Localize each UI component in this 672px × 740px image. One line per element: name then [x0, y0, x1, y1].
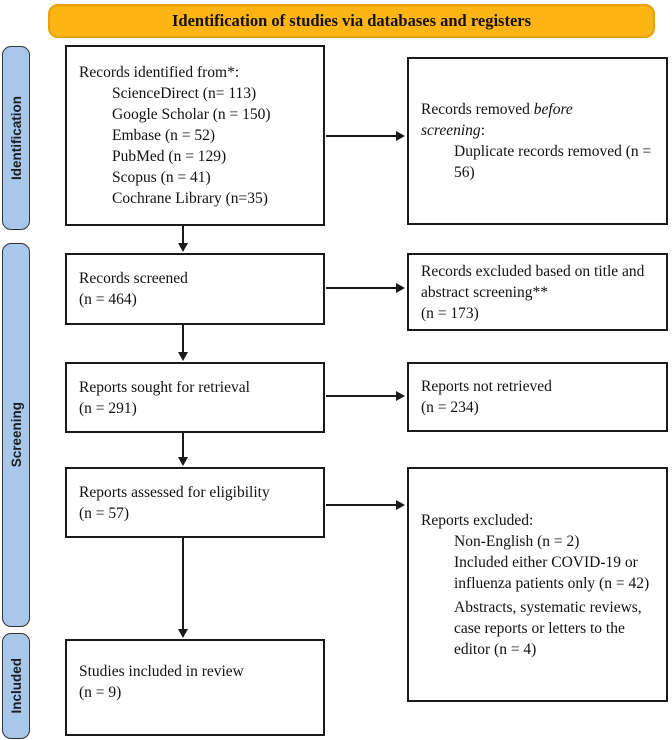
reports-sought-count: (n = 291)	[79, 399, 137, 417]
records-identified-title: Records identified from*:	[79, 64, 240, 81]
source-sciencedirect: ScienceDirect (n= 113)	[112, 85, 257, 102]
stage-label-included: Included	[2, 633, 30, 739]
box-reports-sought: Reports sought for retrieval (n = 291)	[65, 362, 325, 433]
arrow-assessed-to-included	[178, 538, 188, 638]
source-scopus: Scopus (n = 41)	[112, 169, 211, 186]
stage-label-screening-text: Screening	[8, 402, 24, 468]
records-excluded-count: (n = 173)	[421, 304, 479, 322]
records-screened-label: Records screened	[79, 270, 188, 287]
arrow-sought-to-not-retrieved	[326, 391, 405, 401]
exclusion-reason-abstracts: Abstracts, systematic reviews, case repo…	[454, 598, 642, 658]
reports-excluded-title: Reports excluded:	[421, 511, 534, 529]
stage-label-screening: Screening	[2, 243, 30, 627]
arrow-screened-to-excluded	[326, 283, 405, 293]
banner-title: Identification of studies via databases …	[171, 11, 532, 30]
source-pubmed: PubMed (n = 129)	[112, 148, 227, 165]
records-removed-title-prefix: Records removed	[421, 101, 534, 118]
box-reports-not-retrieved: Reports not retrieved (n = 234)	[407, 362, 668, 432]
box-records-excluded: Records excluded based on title and abst…	[407, 253, 668, 331]
arrow-assessed-to-excluded	[326, 500, 405, 510]
box-records-screened: Records screened (n = 464)	[65, 253, 325, 325]
studies-included-label: Studies included in review	[79, 663, 244, 680]
exclusion-reason-non-english: Non-English (n = 2)	[454, 532, 580, 550]
studies-included-count: (n = 9)	[79, 684, 122, 701]
exclusion-reason-covid-influenza: Included either COVID-19 or influenza pa…	[454, 553, 650, 592]
source-google-scholar: Google Scholar (n = 150)	[112, 106, 271, 123]
stage-label-included-text: Included	[8, 658, 24, 714]
box-records-removed: Records removed before screening: Duplic…	[407, 57, 668, 225]
box-reports-excluded: Reports excluded: Non-English (n = 2) In…	[407, 467, 668, 702]
box-reports-assessed: Reports assessed for eligibility (n = 57…	[65, 467, 325, 538]
box-records-identified: Records identified from*: ScienceDirect …	[65, 45, 325, 226]
reports-assessed-label: Reports assessed for eligibility	[79, 483, 270, 501]
reports-not-retrieved-count: (n = 234)	[421, 399, 479, 416]
arrow-identified-to-screened	[178, 226, 188, 252]
banner: Identification of studies via databases …	[48, 4, 655, 38]
reports-sought-label: Reports sought for retrieval	[79, 378, 250, 396]
reports-not-retrieved-label: Reports not retrieved	[421, 378, 552, 395]
stage-label-identification: Identification	[2, 46, 30, 230]
stage-label-identification-text: Identification	[8, 96, 24, 180]
arrow-identified-to-removed	[326, 131, 405, 141]
records-excluded-label: Records excluded based on title and abst…	[421, 262, 645, 301]
records-removed-reason: Duplicate records removed (n = 56)	[454, 143, 652, 181]
records-removed-title: Records removed before screening:	[421, 99, 621, 141]
arrow-sought-to-assessed	[178, 433, 188, 466]
records-removed-title-suffix: :	[480, 122, 485, 139]
arrow-screened-to-sought	[178, 325, 188, 361]
records-screened-count: (n = 464)	[79, 291, 137, 308]
source-embase: Embase (n = 52)	[112, 127, 216, 144]
records-removed-title-italic: before screening	[421, 101, 573, 139]
source-cochrane: Cochrane Library (n=35)	[112, 190, 268, 207]
box-studies-included: Studies included in review (n = 9)	[65, 639, 325, 736]
reports-assessed-count: (n = 57)	[79, 504, 130, 522]
